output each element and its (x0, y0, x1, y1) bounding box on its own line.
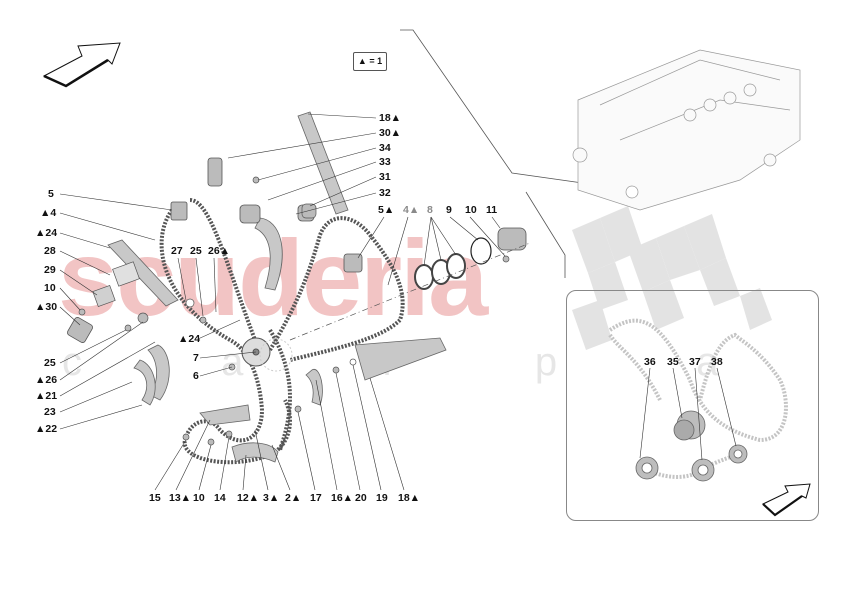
callout-26[interactable]: ▲26 (35, 374, 58, 386)
callout-10[interactable]: 10 (465, 204, 477, 216)
crank-sprocket (241, 337, 293, 372)
inset-leaders (639, 367, 737, 461)
callout-10[interactable]: 10 (193, 492, 205, 504)
callout-26[interactable]: 26▲ (208, 245, 231, 257)
checkered-flag-icon (572, 206, 772, 350)
callout-27[interactable]: 27 (171, 245, 183, 257)
callout-5[interactable]: 5▲ (378, 204, 395, 216)
callout-4[interactable]: 4▲ (403, 204, 420, 216)
callout-28[interactable]: 28 (44, 245, 56, 257)
callout-leaders (59, 113, 506, 491)
callout-10[interactable]: 10 (44, 282, 56, 294)
fasteners (78, 176, 510, 446)
o-ring (470, 237, 492, 265)
callout-25[interactable]: 25 (190, 245, 202, 257)
callout-2[interactable]: 2▲ (285, 492, 302, 504)
callout-38[interactable]: 38 (711, 356, 723, 368)
callout-11[interactable]: 11 (486, 204, 498, 216)
callout-8[interactable]: 8 (427, 204, 433, 216)
needle-bearings (414, 253, 466, 290)
detail-inset-frame (566, 290, 819, 521)
callout-25[interactable]: 25 (44, 357, 56, 369)
callout-36[interactable]: 36 (644, 356, 656, 368)
callout-9[interactable]: 9 (446, 204, 452, 216)
callout-24[interactable]: ▲24 (35, 227, 58, 239)
callout-3[interactable]: 3▲ (263, 492, 280, 504)
chain-tensioners (67, 157, 527, 343)
callout-21[interactable]: ▲21 (35, 390, 58, 402)
callout-31[interactable]: 31 (379, 171, 391, 183)
callout-6[interactable]: 6 (193, 370, 199, 382)
callout-20[interactable]: 20 (355, 492, 367, 504)
callout-30[interactable]: 30▲ (379, 127, 402, 139)
callout-14[interactable]: 14 (214, 492, 226, 504)
callout-24[interactable]: ▲24 (178, 333, 201, 345)
callout-17[interactable]: 17 (310, 492, 322, 504)
callout-29[interactable]: 29 (44, 264, 56, 276)
chain-guides (107, 111, 447, 463)
callout-4[interactable]: ▲4 (40, 207, 57, 219)
callout-35[interactable]: 35 (667, 356, 679, 368)
callout-7[interactable]: 7 (193, 352, 199, 364)
timing-chain (159, 198, 405, 465)
quantity-legend: ▲ = 1 (353, 52, 387, 71)
callout-16[interactable]: 16▲ (331, 492, 354, 504)
engine-block-image (572, 49, 801, 211)
inset-sprockets (635, 410, 748, 482)
callout-15[interactable]: 15 (149, 492, 161, 504)
watermark-subtitle: c a r p a r t s (62, 340, 842, 384)
inset-direction-arrow-icon (762, 483, 811, 517)
callout-12[interactable]: 12▲ (237, 492, 260, 504)
callout-13[interactable]: 13▲ (169, 492, 192, 504)
callout-32[interactable]: 32 (379, 187, 391, 199)
callout-37[interactable]: 37 (689, 356, 701, 368)
callout-34[interactable]: 34 (379, 142, 391, 154)
callout-23[interactable]: 23 (44, 406, 56, 418)
direction-arrow-icon (42, 42, 121, 88)
callout-22[interactable]: ▲22 (35, 423, 58, 435)
callout-33[interactable]: 33 (379, 156, 391, 168)
callout-18[interactable]: 18▲ (398, 492, 421, 504)
callout-30[interactable]: ▲30 (35, 301, 58, 313)
callout-19[interactable]: 19 (376, 492, 388, 504)
callout-18[interactable]: 18▲ (379, 112, 402, 124)
callout-5[interactable]: 5 (48, 188, 54, 200)
